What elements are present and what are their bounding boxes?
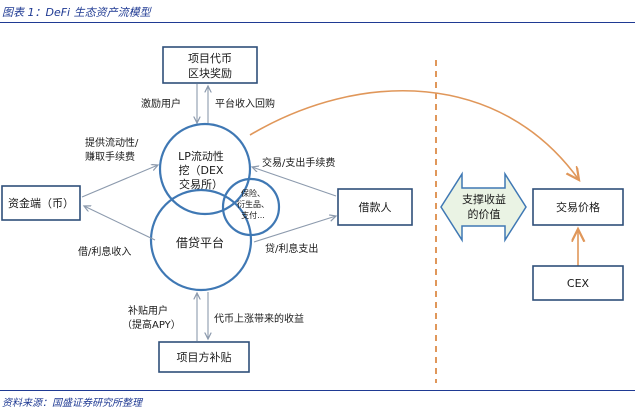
- label-loan-interest: 贷/利息支出: [265, 242, 318, 255]
- subsidy-label: 项目方补贴: [177, 350, 232, 364]
- value-support-label-2: 的价值: [468, 207, 501, 221]
- source-rule: [0, 390, 635, 391]
- lending-circle: [149, 188, 253, 292]
- label-trade-fee: 交易/支出手续费: [262, 156, 335, 169]
- label-token-appreciation: 代币上涨带来的收益: [214, 312, 304, 325]
- figure-caption: 图表 1：DeFi 生态资产流模型: [2, 6, 151, 19]
- insurance-circle: [221, 177, 281, 237]
- arrow-loan-interest: [253, 216, 336, 243]
- arrow-borrow-interest: [84, 206, 156, 241]
- arrow-trade-fee: [252, 167, 337, 197]
- lp-label-3: 交易所）: [179, 177, 223, 191]
- borrower-label: 借款人: [359, 200, 392, 214]
- label-incentive-users: 激励用户: [141, 97, 181, 110]
- cex-label: CEX: [567, 277, 590, 290]
- trade-price-box: [532, 188, 624, 226]
- insurance-label-2: 衍生品、: [237, 199, 269, 209]
- project-token-box: [162, 46, 258, 84]
- label-subsidize-users-1: 补贴用户: [128, 304, 168, 317]
- label-borrow-interest: 借/利息收入: [78, 245, 131, 258]
- trade-price-label: 交易价格: [556, 200, 600, 214]
- lp-label-1: LP流动性: [178, 149, 224, 163]
- capital-label: 资金端（币）: [8, 196, 74, 210]
- source-note: 资料来源：国盛证券研究所整理: [2, 398, 142, 409]
- lending-label: 借贷平台: [176, 235, 224, 250]
- capital-box: [1, 185, 81, 221]
- subsidy-box: [158, 341, 250, 373]
- cex-box: [532, 265, 624, 301]
- label-provide-liquidity-1: 提供流动性/: [85, 136, 139, 149]
- label-subsidize-users-2: （提高APY）: [122, 318, 181, 331]
- lp-circle: [158, 122, 252, 216]
- label-platform-buyback: 平台收入回购: [215, 97, 275, 110]
- insurance-label-1: 保险、: [241, 188, 265, 198]
- arrow-provide-liquidity: [81, 165, 158, 198]
- project-token-label-2: 区块奖励: [188, 66, 232, 80]
- caption-rule: [0, 22, 635, 23]
- label-provide-liquidity-2: 赚取手续费: [85, 150, 135, 163]
- value-support-label-1: 支撑收益: [462, 192, 506, 206]
- price-impact-curve: [249, 89, 579, 180]
- lp-label-2: 挖（DEX: [179, 163, 224, 177]
- insurance-label-3: 支付...: [241, 210, 265, 220]
- borrower-box: [337, 188, 413, 226]
- value-support-double-arrow: [440, 171, 527, 243]
- project-token-label-1: 项目代币: [188, 52, 232, 65]
